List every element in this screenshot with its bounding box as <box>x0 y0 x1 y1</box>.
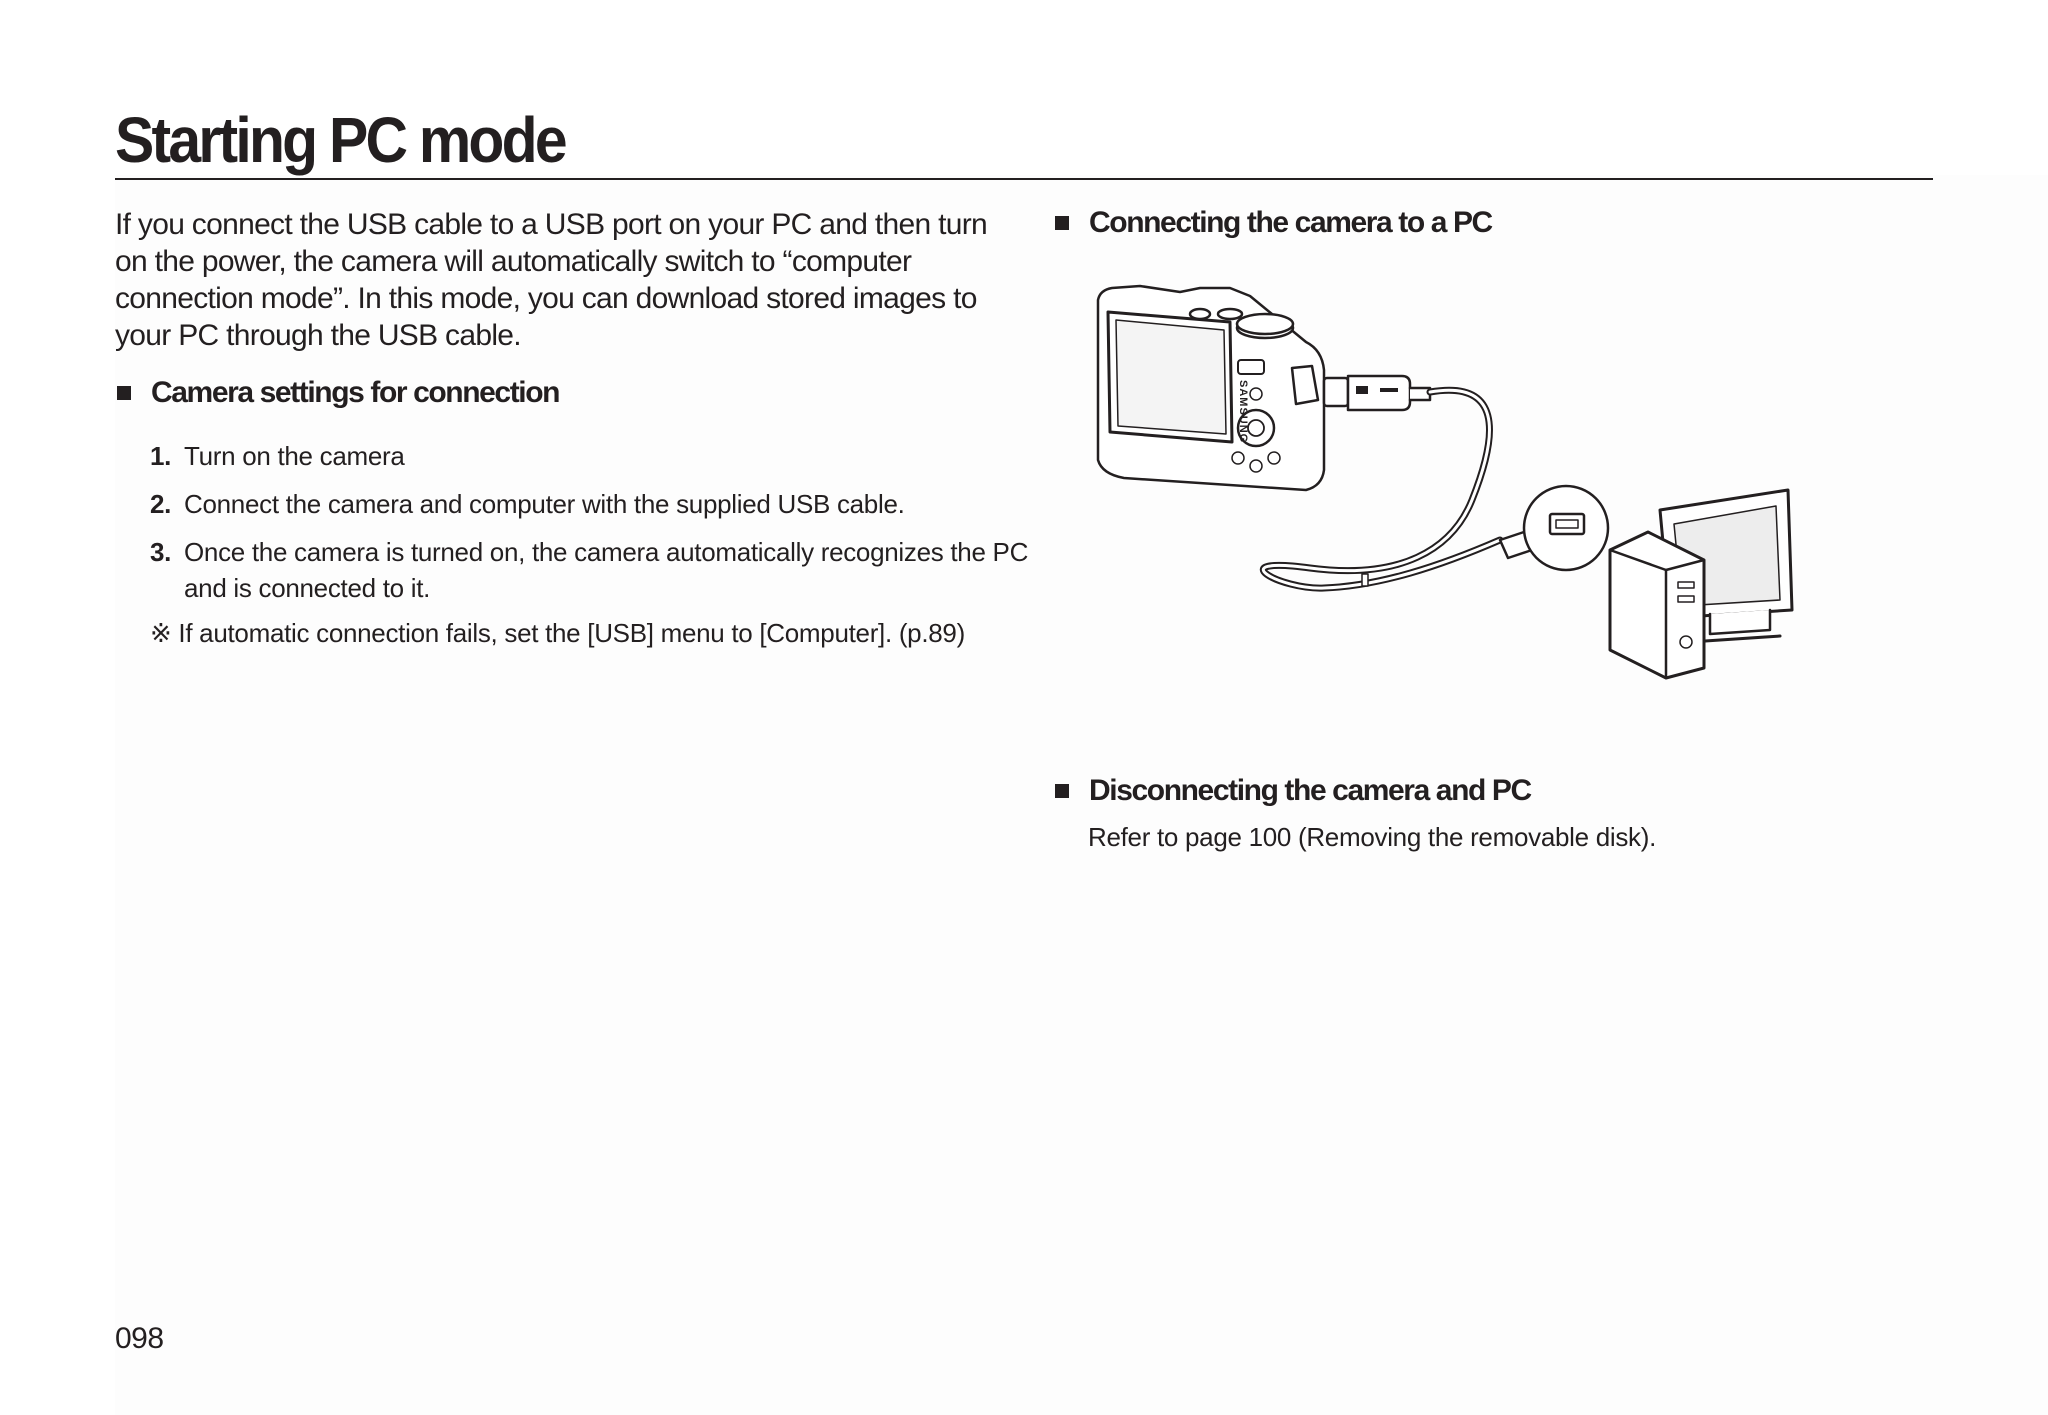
camera-settings-heading: Camera settings for connection <box>117 376 560 410</box>
page-number: 098 <box>115 1322 164 1355</box>
camera-brand-text: SAMSUNG <box>1237 380 1249 443</box>
usb-cable-icon <box>1259 386 1504 592</box>
connecting-heading: Connecting the camera to a PC <box>1055 206 1493 240</box>
connection-steps-list: 1. Turn on the camera 2. Connect the cam… <box>150 438 1030 618</box>
disconnect-reference-text: Refer to page 100 (Removing the removabl… <box>1088 822 1657 852</box>
page-title: Starting PC mode <box>115 104 568 176</box>
square-bullet-icon <box>1055 784 1069 798</box>
usb-menu-note: ※ If automatic connection fails, set the… <box>150 618 965 648</box>
camera-settings-heading-text: Camera settings for connection <box>151 376 560 409</box>
square-bullet-icon <box>117 386 131 400</box>
connecting-heading-text: Connecting the camera to a PC <box>1089 206 1493 239</box>
step-text: Connect the camera and computer with the… <box>184 489 905 519</box>
disconnecting-heading-text: Disconnecting the camera and PC <box>1089 774 1532 807</box>
disconnecting-heading: Disconnecting the camera and PC <box>1055 774 1532 808</box>
step-text: Once the camera is turned on, the camera… <box>184 537 1029 603</box>
title-divider <box>115 178 1933 180</box>
step-number: 2. <box>150 489 172 519</box>
step-item: 2. Connect the camera and computer with … <box>150 486 1030 522</box>
intro-paragraph: If you connect the USB cable to a USB po… <box>115 208 988 352</box>
step-item: 3. Once the camera is turned on, the cam… <box>150 534 1030 606</box>
square-bullet-icon <box>1055 216 1069 230</box>
step-number: 1. <box>150 441 172 471</box>
camera-usb-pc-connection-illustration: SAMSUNG <box>1096 284 1794 680</box>
camera-icon: SAMSUNG <box>1096 284 1326 492</box>
step-number: 3. <box>150 537 172 567</box>
camera-usb-plug-icon <box>1322 374 1432 412</box>
page-background <box>115 175 2048 1415</box>
step-item: 1. Turn on the camera <box>150 438 1030 474</box>
pc-tower-icon <box>1608 530 1706 680</box>
pc-usb-port-magnifier-icon <box>1498 484 1610 572</box>
step-text: Turn on the camera <box>184 441 405 471</box>
